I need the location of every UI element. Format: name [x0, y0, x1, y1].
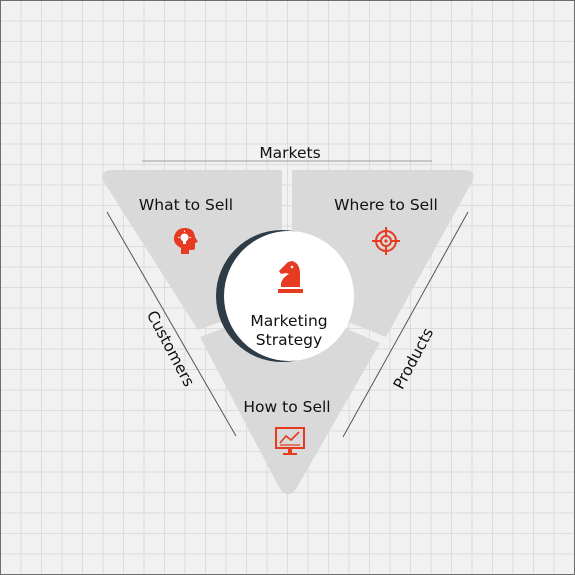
head-lightbulb-icon [173, 228, 198, 254]
center-circle [216, 230, 354, 362]
segment-label-where-to-sell: Where to Sell [334, 196, 438, 214]
center-label-line2: Strategy [256, 331, 322, 349]
products-guide-line [342, 211, 469, 438]
products-label: Products [390, 325, 437, 393]
monitor-chart-icon [275, 427, 305, 455]
segment-label-what-to-sell: What to Sell [139, 196, 233, 214]
center-label-line1: Marketing [250, 312, 327, 330]
chess-knight-icon [278, 261, 303, 293]
segment-label-how-to-sell: How to Sell [243, 398, 330, 416]
customers-label: Customers [143, 308, 198, 390]
customers-guide-line [106, 211, 237, 437]
target-icon [372, 227, 400, 255]
markets-label: Markets [259, 144, 320, 162]
segment-how-to-sell [200, 304, 380, 495]
